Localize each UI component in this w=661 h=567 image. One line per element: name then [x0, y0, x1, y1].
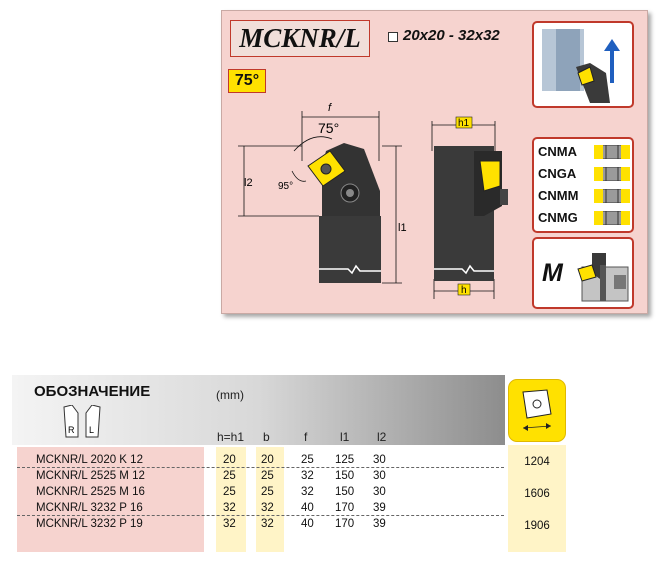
insert-cross-section-icon — [594, 189, 630, 203]
clamping-system-box: M — [532, 237, 634, 309]
arrow-up-icon — [604, 39, 620, 51]
row-b: 32 — [261, 502, 274, 514]
unit-label: (mm) — [216, 388, 244, 402]
size-range: 20x20 - 32x32 — [403, 27, 500, 44]
row-l1: 150 — [335, 470, 355, 482]
row-l2: 39 — [373, 518, 386, 530]
dimension-h-label: h — [461, 285, 467, 296]
insert-type-row: CNMA — [538, 143, 632, 161]
insert-types-box: CNMA CNGA CNMM CNMG — [532, 137, 634, 233]
dimension-95-label: 95° — [278, 181, 293, 192]
clamping-type-letter: M — [542, 259, 563, 287]
insert-type-label: CNMG — [538, 210, 578, 225]
dimension-l2-label: l2 — [244, 177, 253, 189]
insert-cross-section-icon — [594, 211, 630, 225]
table-header-panel: ОБОЗНАЧЕНИЕ (mm) R L h=h1 b f l1 l2 — [12, 375, 505, 445]
row-b: 25 — [261, 486, 274, 498]
row-designation: MCKNR/L 2020 K 12 — [36, 454, 143, 466]
insert-type-label: CNMA — [538, 144, 577, 159]
row-l1: 170 — [335, 502, 355, 514]
holder-top-view — [307, 143, 381, 283]
row-designation: MCKNR/L 2525 M 12 — [36, 470, 145, 482]
tool-diagram-panel: MCKNR/L 20x20 - 32x32 75° — [221, 10, 648, 314]
insert-size-code: 1204 — [524, 456, 550, 468]
designation-column-background — [17, 447, 204, 552]
row-h: 20 — [223, 454, 236, 466]
insert-shape-icon — [522, 389, 552, 431]
row-f: 32 — [301, 486, 314, 498]
insert-type-label: CNMM — [538, 188, 579, 203]
row-f: 40 — [301, 518, 314, 530]
right-left-holder-icon: R L — [63, 405, 101, 438]
row-b: 25 — [261, 470, 274, 482]
left-hand-label: L — [89, 425, 94, 435]
insert-column-background — [508, 445, 566, 552]
designation-title: ОБОЗНАЧЕНИЕ — [34, 383, 151, 400]
angle-badge: 75° — [228, 69, 266, 93]
row-h: 25 — [223, 470, 236, 482]
tool-technical-drawing: f 75° 95° l2 l1 h1 h — [238, 102, 508, 299]
insert-cross-section-icon — [594, 145, 630, 159]
feed-direction-box — [532, 21, 634, 108]
row-l1: 170 — [335, 518, 355, 530]
row-l2: 39 — [373, 502, 386, 514]
column-header-l2: l2 — [377, 430, 387, 444]
row-f: 25 — [301, 454, 314, 466]
dimension-l1-label: l1 — [398, 222, 407, 234]
insert-shape-panel — [508, 379, 566, 442]
row-l1: 125 — [335, 454, 355, 466]
row-h: 25 — [223, 486, 236, 498]
row-l2: 30 — [373, 470, 386, 482]
insert-type-row: CNGA — [538, 165, 632, 183]
dimension-f-label: f — [328, 102, 332, 114]
row-l2: 30 — [373, 454, 386, 466]
model-title: MCKNR/L — [230, 20, 370, 57]
insert-cross-section-icon — [594, 167, 630, 181]
holder-side-view — [434, 146, 508, 281]
insert-type-row: CNMM — [538, 187, 632, 205]
column-header-b: b — [263, 430, 270, 444]
row-divider — [17, 515, 504, 516]
row-l2: 30 — [373, 486, 386, 498]
row-divider — [17, 467, 504, 468]
h-column-background — [216, 447, 246, 552]
b-column-background — [256, 447, 284, 552]
row-designation: MCKNR/L 3232 P 19 — [36, 518, 143, 530]
square-shank-icon — [388, 32, 398, 42]
column-header-h: h=h1 — [217, 430, 245, 444]
row-f: 40 — [301, 502, 314, 514]
row-designation: MCKNR/L 3232 P 16 — [36, 502, 143, 514]
row-f: 32 — [301, 470, 314, 482]
insert-type-label: CNGA — [538, 166, 577, 181]
dimension-h1-label: h1 — [458, 118, 470, 129]
dimension-angle-label: 75° — [318, 120, 339, 136]
insert-size-code: 1606 — [524, 488, 550, 500]
feed-direction-illustration — [542, 29, 620, 103]
row-h: 32 — [223, 502, 236, 514]
right-hand-label: R — [68, 425, 75, 435]
row-b: 20 — [261, 454, 274, 466]
column-header-f: f — [304, 430, 308, 444]
row-b: 32 — [261, 518, 274, 530]
row-designation: MCKNR/L 2525 M 16 — [36, 486, 145, 498]
insert-size-code: 1906 — [524, 520, 550, 532]
insert-type-row: CNMG — [538, 209, 632, 227]
lever-clamp-icon — [577, 253, 629, 302]
row-h: 32 — [223, 518, 236, 530]
column-header-l1: l1 — [340, 430, 350, 444]
row-l1: 150 — [335, 486, 355, 498]
dimension-lines — [238, 111, 496, 299]
